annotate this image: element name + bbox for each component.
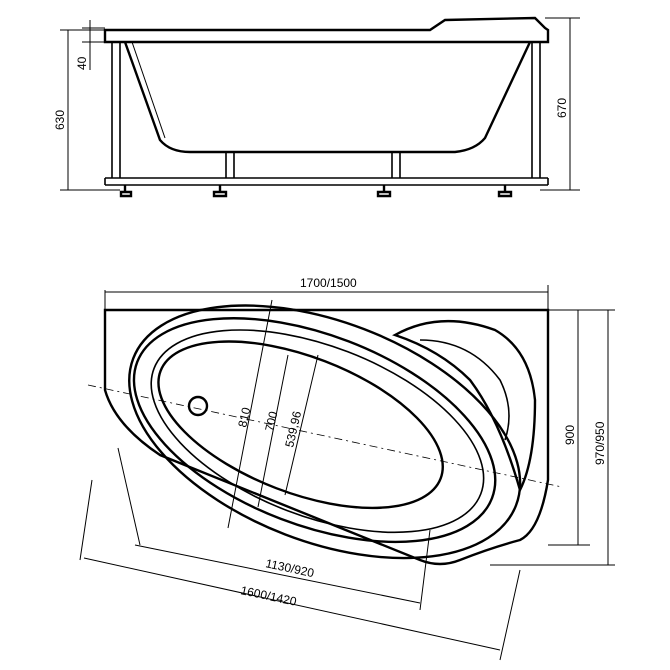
dim-970-950: 970/950: [593, 421, 607, 465]
top-dimension-labels: 1700/1500 810 700 539,96 900 970/950 113…: [235, 276, 607, 609]
side-view: [60, 16, 580, 198]
dim-670: 670: [555, 98, 569, 118]
top-view: [79, 285, 615, 661]
dim-900: 900: [563, 425, 577, 445]
dim-700: 700: [262, 410, 280, 433]
dim-1700-1500: 1700/1500: [300, 276, 357, 290]
side-dimension-labels: 40 630 670: [53, 56, 569, 130]
dim-810: 810: [235, 406, 253, 429]
dim-40: 40: [75, 56, 89, 70]
dim-1600-1420: 1600/1420: [239, 583, 298, 609]
dim-630: 630: [53, 110, 67, 130]
